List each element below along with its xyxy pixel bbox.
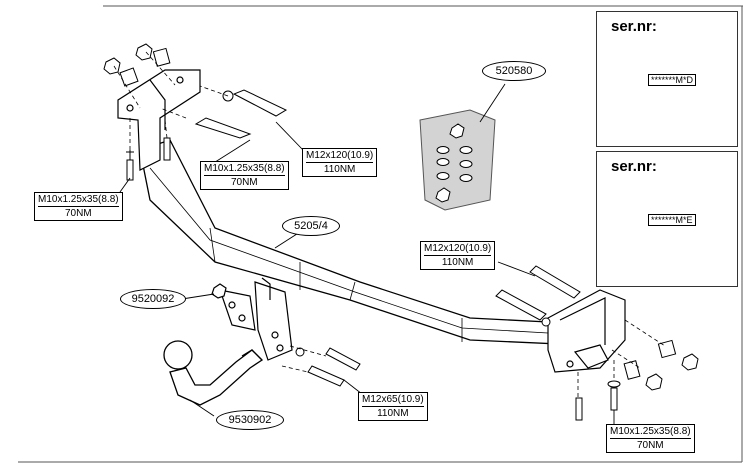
bolt-label-upper-mid: M10x1.25x35(8.8) 70NM bbox=[200, 161, 289, 190]
bolt-label-right-upper: M12x120(10.9) 110NM bbox=[420, 241, 496, 270]
serial-code-2: *******M*E bbox=[648, 214, 696, 226]
part-label-ball-neck: 9530902 bbox=[216, 410, 284, 430]
bolt-label-top-center: M12x120(10.9) 110NM bbox=[302, 148, 378, 177]
part-label-side-bracket: 9520092 bbox=[120, 289, 186, 309]
serial-code-1: *******M*D bbox=[648, 74, 697, 86]
serial-panel-1-title: ser.nr: bbox=[611, 18, 657, 35]
ball-neck bbox=[163, 340, 264, 406]
part-label-bracket-kit: 520580 bbox=[482, 61, 546, 81]
bolt-torque: 110NM bbox=[441, 257, 474, 268]
left-fasteners bbox=[103, 43, 288, 181]
serial-panel-2-title: ser.nr: bbox=[611, 158, 657, 175]
bolt-torque: 70NM bbox=[64, 208, 92, 219]
bolt-spec: M12x120(10.9) bbox=[424, 243, 492, 256]
bolt-torque: 70NM bbox=[636, 440, 664, 451]
bracket-kit-graphic bbox=[419, 109, 496, 211]
right-fasteners bbox=[495, 265, 699, 421]
bolt-spec: M10x1.25x35(8.8) bbox=[610, 426, 691, 439]
bolt-torque: 110NM bbox=[323, 164, 356, 175]
bolt-label-bottom-center: M12x65(10.9) 110NM bbox=[358, 392, 428, 421]
bolt-spec: M12x65(10.9) bbox=[362, 394, 424, 407]
side-bracket-plates bbox=[211, 277, 293, 361]
bolt-spec: M10x1.25x35(8.8) bbox=[38, 194, 119, 207]
bolt-spec: M12x120(10.9) bbox=[306, 150, 374, 163]
part-label-main-bar: 5205/4 bbox=[282, 216, 340, 236]
bolt-torque: 110NM bbox=[377, 408, 409, 419]
bolt-torque: 70NM bbox=[230, 177, 258, 188]
bolt-label-bottom-right: M10x1.25x35(8.8) 70NM bbox=[606, 424, 695, 453]
right-mounting-bracket bbox=[547, 289, 626, 373]
left-mounting-bracket bbox=[117, 69, 201, 171]
bolt-spec: M10x1.25x35(8.8) bbox=[204, 163, 285, 176]
bolt-label-top-left: M10x1.25x35(8.8) 70NM bbox=[34, 192, 123, 221]
